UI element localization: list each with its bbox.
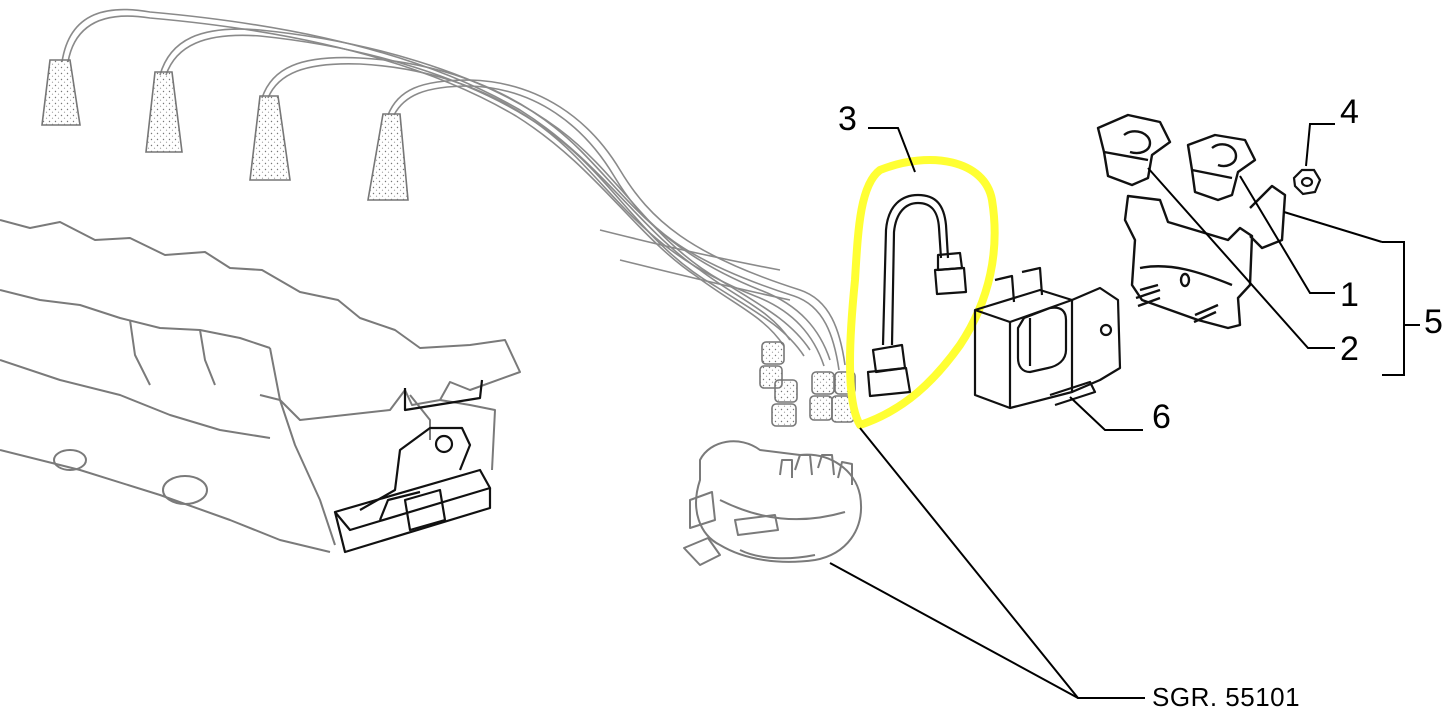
spark-plug-wires-drawing xyxy=(61,8,846,371)
engine-bracket-drawing xyxy=(333,379,492,554)
callout-4: 4 xyxy=(1340,93,1359,131)
callout-5: 5 xyxy=(1424,303,1443,341)
leader-line-6 xyxy=(1069,396,1143,431)
callout-2: 2 xyxy=(1340,330,1359,368)
leader-line-ref-b xyxy=(829,562,1079,699)
reference-code: SGR. 55101 xyxy=(1152,682,1301,712)
leader-line-4 xyxy=(1305,123,1335,167)
leader-line-5 xyxy=(1382,241,1405,376)
part-6-ignition-coil-drawing xyxy=(973,266,1122,410)
distributor-boots-drawing xyxy=(759,341,856,427)
highlight-outline xyxy=(846,156,999,429)
part-3-ht-lead-drawing xyxy=(866,193,968,398)
part-5-bracket-drawing xyxy=(1123,184,1287,330)
leader-lines xyxy=(829,123,1420,699)
engine-block-drawing xyxy=(0,219,521,553)
callout-1: 1 xyxy=(1340,276,1359,314)
callout-6: 6 xyxy=(1152,398,1171,436)
callout-3: 3 xyxy=(838,100,857,138)
spark-plug-boots-drawing xyxy=(41,59,409,201)
leader-line-1 xyxy=(1239,175,1335,294)
part-4-nut-drawing xyxy=(1292,168,1322,196)
distributor-cap-drawing xyxy=(683,440,863,566)
leader-line-5b xyxy=(1283,211,1383,243)
leader-line-2 xyxy=(1147,167,1335,349)
part-1-clip-drawing xyxy=(1186,133,1257,202)
part-2-clip-drawing xyxy=(1096,113,1172,187)
leader-line-3 xyxy=(868,127,916,173)
